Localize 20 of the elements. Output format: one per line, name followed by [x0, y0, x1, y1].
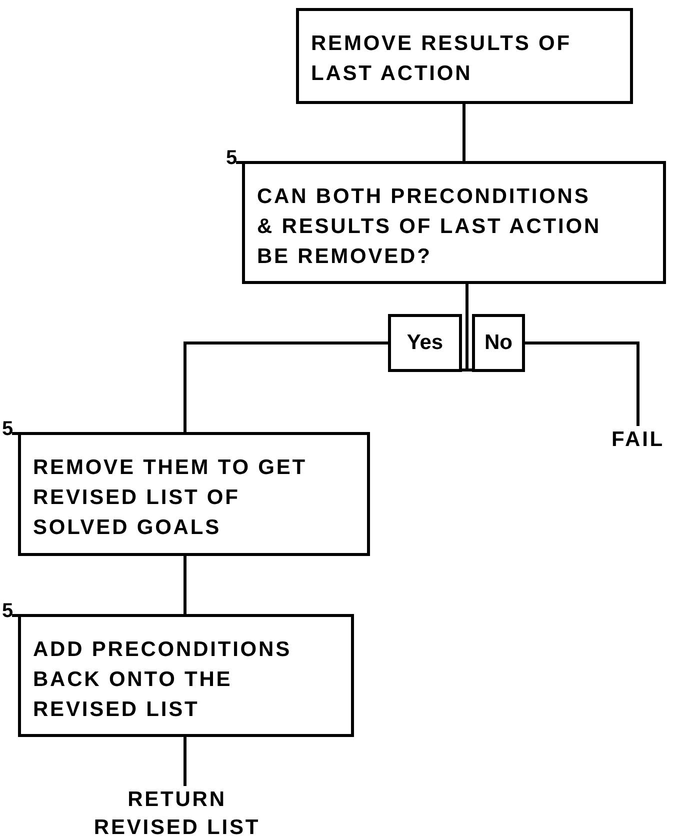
connector-line [184, 556, 186, 614]
terminal-text: RETURN REVISED LIST [92, 787, 262, 839]
connector-line [184, 737, 186, 786]
box-text: REMOVE RESULTS OF LAST ACTION [311, 31, 572, 87]
connector-line [184, 342, 388, 432]
connector-line [462, 104, 466, 161]
process-box [296, 8, 633, 104]
box-text: REMOVE THEM TO GET REVISED LIST OF SOLVED GOALS [33, 455, 308, 541]
box-text: CAN BOTH PRECONDITIONS & RESULTS OF LAST ACTION BE REMOVED? [257, 184, 602, 270]
box-text: ADD PRECONDITIONS BACK ONTO THE REVISED LIST [33, 637, 292, 723]
terminal-text: FAIL [610, 427, 666, 453]
answer-box [472, 314, 525, 372]
connector-line [466, 284, 472, 372]
answer-box [388, 314, 462, 372]
box-text: Yes [406, 330, 444, 356]
step-number: 5 [2, 419, 16, 439]
step-number: 5 [226, 148, 240, 168]
connector-line [525, 342, 640, 426]
box-text: No [484, 330, 512, 356]
step-number: 5 [2, 601, 16, 621]
